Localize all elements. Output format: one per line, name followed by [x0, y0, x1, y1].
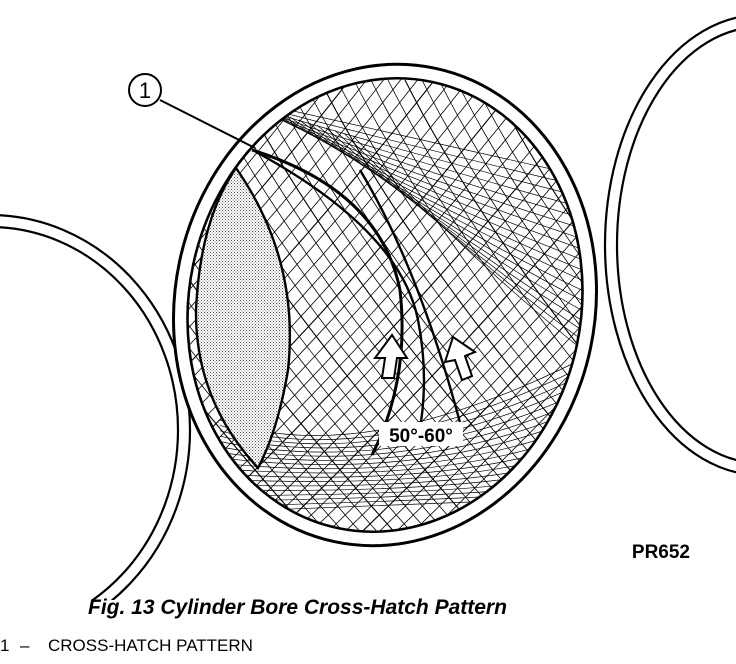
adjacent-bore-left — [0, 214, 192, 600]
adjacent-bore-right — [603, 16, 736, 474]
legend-separator: – — [20, 636, 30, 655]
bore-inner-wall — [186, 76, 584, 534]
up-arrow-icon — [443, 335, 478, 382]
up-arrow-icon — [373, 333, 409, 379]
shaded-wall-segment — [194, 165, 292, 471]
guide-line-3 — [358, 169, 464, 431]
angle-label: 50°-60° — [389, 426, 453, 447]
legend-item: 1–CROSS-HATCH PATTERN — [0, 636, 253, 656]
guide-arc-1 — [251, 148, 404, 456]
legend-text: CROSS-HATCH PATTERN — [48, 636, 253, 655]
guide-arc-2 — [255, 150, 426, 441]
callout-circle — [128, 73, 162, 107]
figure-caption: Fig. 13 Cylinder Bore Cross-Hatch Patter… — [88, 596, 507, 619]
callout-leader-line — [159, 99, 256, 149]
figure-code: PR652 — [632, 542, 690, 563]
callout-number: 1 — [139, 78, 151, 103]
legend-number: 1 — [0, 636, 10, 655]
cylinder-bore-illustration: 50°-60° 1 PR652 — [0, 16, 736, 600]
